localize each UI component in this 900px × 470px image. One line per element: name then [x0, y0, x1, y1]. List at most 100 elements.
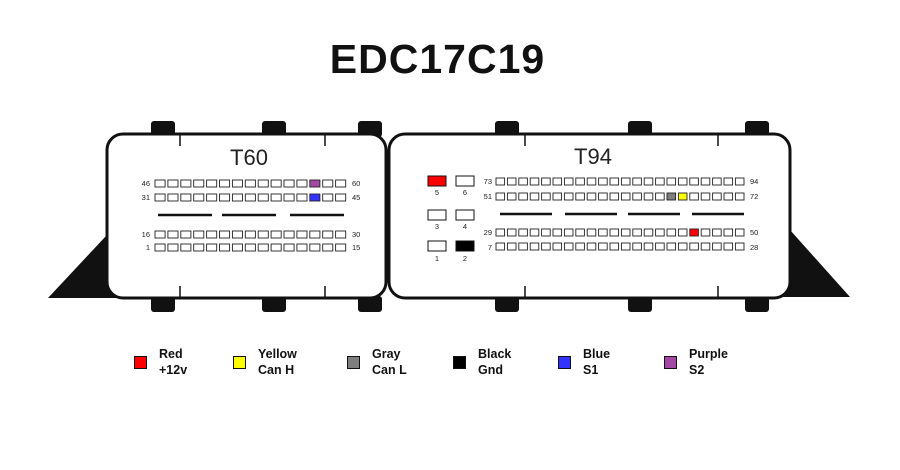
t94-pin: [506, 228, 517, 237]
t94-latch-bottom-right: [745, 296, 769, 312]
t60-connector: T60 46 60 31 45 16 30 1 15: [105, 121, 388, 312]
t94-pin: [689, 177, 699, 186]
t94-pin-number-6: 6: [463, 188, 467, 197]
t60-pin-blue: [309, 193, 321, 202]
t60-pin: [193, 179, 205, 188]
legend-text-blue: Blue S1: [583, 346, 610, 378]
t94-pin: [689, 242, 699, 251]
t94-pin: [700, 242, 711, 251]
t94-pin: [598, 192, 608, 201]
t60-pin-number-15: 15: [352, 243, 360, 252]
t94-pin: [541, 192, 551, 201]
t94-pin: [495, 242, 506, 251]
t60-pin: [257, 243, 269, 252]
legend-signal-name: S2: [689, 363, 705, 377]
t94-pin: [734, 242, 745, 251]
legend-text-purple: Purple S2: [689, 346, 728, 378]
t94-pin: [518, 177, 528, 186]
t60-pin-number-45: 45: [352, 193, 360, 202]
legend-item-gray: Gray Can L: [347, 346, 407, 378]
t94-pin: [563, 228, 574, 237]
t94-pin: [677, 228, 688, 237]
t60-pin: [180, 193, 192, 202]
t94-pin: [541, 177, 551, 186]
t60-pin: [244, 193, 256, 202]
t60-pin: [231, 243, 243, 252]
legend-color-name: Yellow: [258, 347, 297, 361]
t94-pin: [632, 242, 642, 251]
t94-pin-number-3: 3: [435, 222, 439, 231]
t60-pin: [206, 230, 218, 239]
legend-swatch-black: [453, 356, 466, 369]
t94-pin: [529, 228, 540, 237]
t60-label: T60: [230, 145, 268, 170]
t94-pin: [655, 228, 665, 237]
legend-signal-name: +12v: [159, 363, 188, 377]
legend-color-name: Purple: [689, 347, 728, 361]
t60-pin: [180, 243, 192, 252]
t94-pin: [734, 177, 745, 186]
t60-pin: [206, 179, 218, 188]
t60-pin: [283, 243, 295, 252]
t60-pin: [322, 230, 334, 239]
t94-pin: [575, 192, 585, 201]
t94-pin: [677, 242, 688, 251]
legend-swatch-yellow: [233, 356, 246, 369]
t94-pin: [677, 177, 688, 186]
t94-pin: [518, 242, 528, 251]
t94-pin: [506, 192, 517, 201]
t94-pin: [586, 192, 597, 201]
t94-pin: [495, 192, 506, 201]
t94-pin: [575, 228, 585, 237]
t60-pin: [335, 243, 347, 252]
t94-pin: [700, 177, 711, 186]
t60-pin: [322, 179, 334, 188]
t60-latch-bottom-right: [358, 296, 382, 312]
t94-pin: [541, 228, 551, 237]
legend-swatch-gray: [347, 356, 360, 369]
t94-pin: [609, 242, 620, 251]
t60-pin: [219, 179, 231, 188]
t94-pin: [723, 177, 734, 186]
t94-pin: [632, 177, 642, 186]
t60-pin: [167, 193, 179, 202]
legend-item-blue: Blue S1: [558, 346, 610, 378]
legend-color-name: Red: [159, 347, 183, 361]
t94-pin: [495, 177, 506, 186]
t60-pin: [244, 230, 256, 239]
t94-pin: [575, 242, 585, 251]
t60-pin-number-46: 46: [142, 179, 150, 188]
t94-pin-4: [455, 209, 475, 221]
t94-pin: [712, 192, 722, 201]
t94-pin-number-2: 2: [463, 254, 467, 263]
t94-label: T94: [574, 144, 612, 169]
t60-pin: [206, 243, 218, 252]
diagram-title: EDC17C19: [329, 36, 546, 82]
t60-pin: [270, 243, 282, 252]
t60-pin: [283, 179, 295, 188]
t60-pin: [270, 230, 282, 239]
t94-pin: [552, 192, 563, 201]
t94-pin: [620, 192, 631, 201]
t60-pin: [283, 193, 295, 202]
t94-pin: [700, 192, 711, 201]
legend-item-purple: Purple S2: [664, 346, 728, 378]
t94-pin: [712, 228, 722, 237]
legend-signal-name: Gnd: [478, 363, 503, 377]
t60-pin: [335, 230, 347, 239]
t94-pin: [518, 192, 528, 201]
t94-pin-number-28: 28: [750, 243, 758, 252]
t60-pin: [193, 243, 205, 252]
t94-pin-number-51: 51: [484, 192, 492, 201]
t60-pin: [154, 230, 166, 239]
t94-pin: [586, 242, 597, 251]
t60-pin: [270, 179, 282, 188]
t94-pin: [552, 177, 563, 186]
t60-pin: [154, 243, 166, 252]
t94-pin: [586, 177, 597, 186]
t94-pin-number-72: 72: [750, 192, 758, 201]
t94-pin: [541, 242, 551, 251]
t94-pin: [552, 228, 563, 237]
t94-pin-number-4: 4: [463, 222, 467, 231]
